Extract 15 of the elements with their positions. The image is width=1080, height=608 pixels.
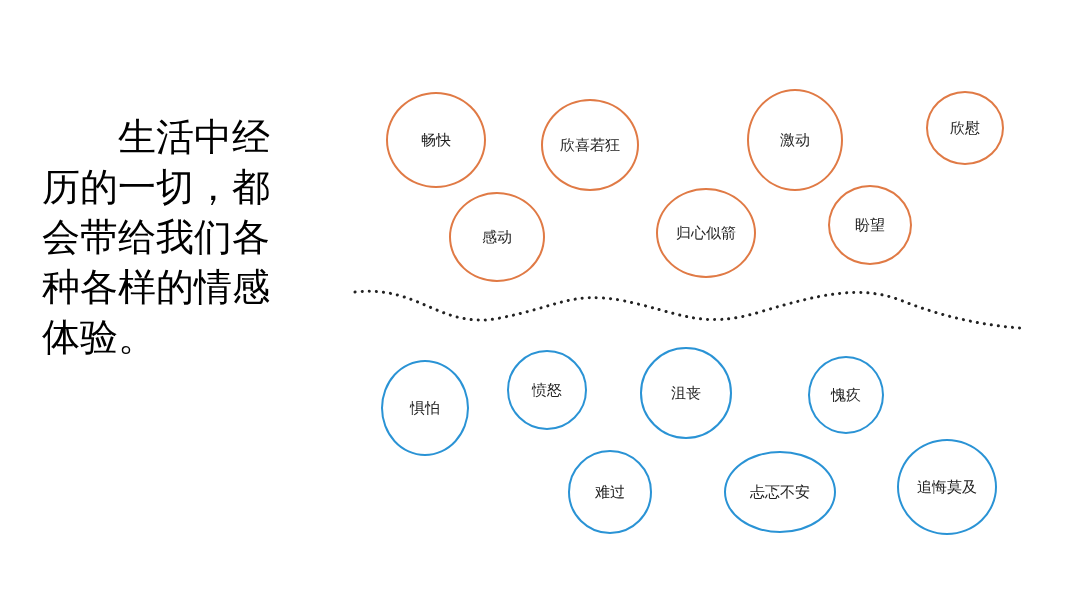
emotion-word: 归心似箭	[676, 223, 736, 243]
emotion-word: 追悔莫及	[917, 477, 977, 497]
emotion-word: 感动	[482, 227, 512, 247]
emotion-word: 欣慰	[950, 118, 980, 138]
intro-paragraph: 生活中经历的一切，都会带给我们各种各样的情感体验。	[42, 114, 271, 361]
emotion-word: 欣喜若狂	[560, 135, 620, 155]
emotion-word: 难过	[595, 482, 625, 502]
emotion-word: 惧怕	[410, 398, 440, 418]
emotion-word: 盼望	[855, 215, 885, 235]
emotion-word: 激动	[780, 130, 810, 150]
emotion-word: 愤怒	[532, 380, 562, 400]
emotion-word: 沮丧	[671, 383, 701, 403]
emotion-word: 愧疚	[831, 385, 861, 405]
emotion-word: 忐忑不安	[750, 482, 810, 502]
emotion-word: 畅快	[421, 130, 451, 150]
